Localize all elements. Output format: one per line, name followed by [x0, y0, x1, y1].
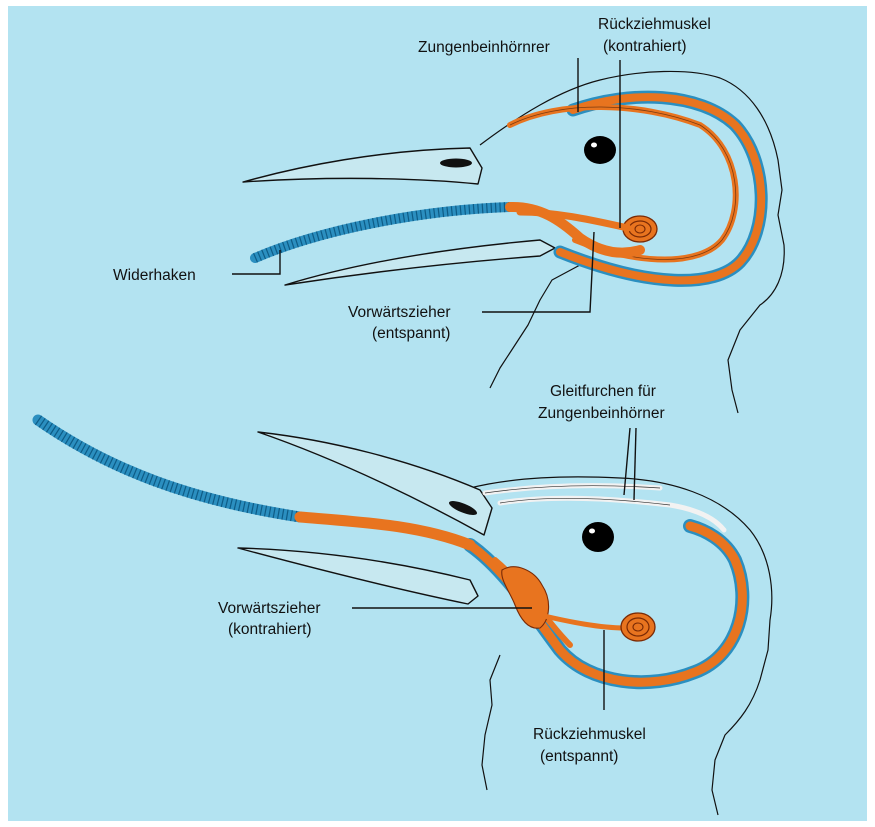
label-bottom-gleitfurchen-l2: Zungenbeinhörner	[538, 405, 665, 422]
top-eye	[584, 136, 616, 164]
bottom-retractor-coil	[621, 613, 655, 641]
top-nostril	[440, 159, 472, 168]
bottom-eye	[582, 522, 614, 552]
label-top-rueckziehmuskel-l1: Rückziehmuskel	[598, 16, 711, 33]
label-bottom-vorwaertszieher-l1: Vorwärtszieher	[218, 600, 321, 617]
label-top-vorwaertszieher-l1: Vorwärtszieher	[348, 304, 451, 321]
label-top-vorwaertszieher-l2: (entspannt)	[372, 325, 450, 342]
label-bottom-vorwaertszieher-l2: (kontrahiert)	[228, 621, 312, 638]
top-eye-highlight	[591, 143, 597, 148]
label-bottom-gleitfurchen-l1: Gleitfurchen für	[550, 383, 656, 400]
label-bottom-rueckziehmuskel-l2: (entspannt)	[540, 748, 618, 765]
label-top-zungenbeinhoerner: Zungenbeinhörnrer	[418, 39, 550, 56]
label-bottom-rueckziehmuskel-l1: Rückziehmuskel	[533, 726, 646, 743]
label-top-rueckziehmuskel-l2: (kontrahiert)	[603, 38, 687, 55]
label-top-widerhaken: Widerhaken	[113, 267, 196, 284]
bottom-eye-highlight	[589, 529, 595, 534]
